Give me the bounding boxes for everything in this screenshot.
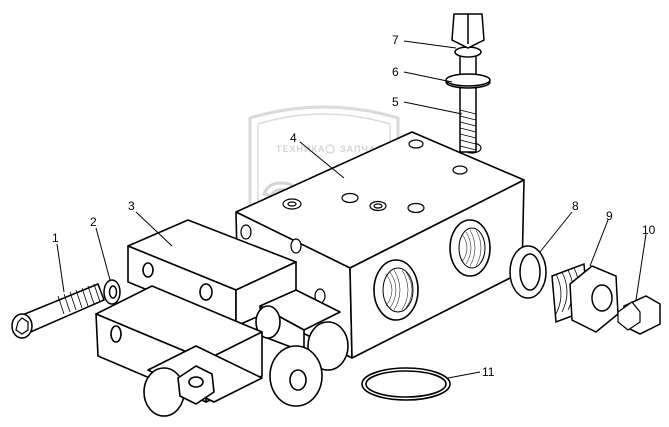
socket-head-screw (11, 283, 105, 339)
callout-6: 6 (392, 65, 399, 79)
ports-right (373, 219, 491, 321)
seal-ring (509, 245, 547, 299)
callout-8: 8 (572, 199, 579, 213)
valve-body (235, 131, 525, 359)
callout-2: 2 (90, 215, 97, 229)
threaded-fitting (551, 262, 619, 333)
callout-4: 4 (290, 131, 297, 145)
watermark-text-left: ТЕХНИКА (276, 144, 325, 154)
watermark-text-right: ЗАПЧАСТИ (340, 144, 397, 154)
callout-5: 5 (392, 95, 399, 109)
o-ring (361, 367, 451, 401)
callout-11: 11 (482, 365, 495, 379)
watermark-dot-icon (325, 144, 335, 154)
vertical-bolt (445, 13, 491, 153)
leader-lines (56, 40, 647, 379)
plug (617, 295, 661, 335)
callout-3: 3 (128, 199, 135, 213)
callout-9: 9 (606, 209, 613, 223)
callout-10: 10 (642, 223, 656, 237)
solenoid-valve-upper (127, 219, 349, 371)
callout-labels: 1 2 3 4 5 6 7 8 9 10 11 (52, 33, 656, 379)
lock-washer (103, 279, 121, 305)
callout-7: 7 (392, 33, 399, 47)
callout-1: 1 (52, 231, 59, 245)
solenoid-valve-lower (95, 285, 323, 417)
